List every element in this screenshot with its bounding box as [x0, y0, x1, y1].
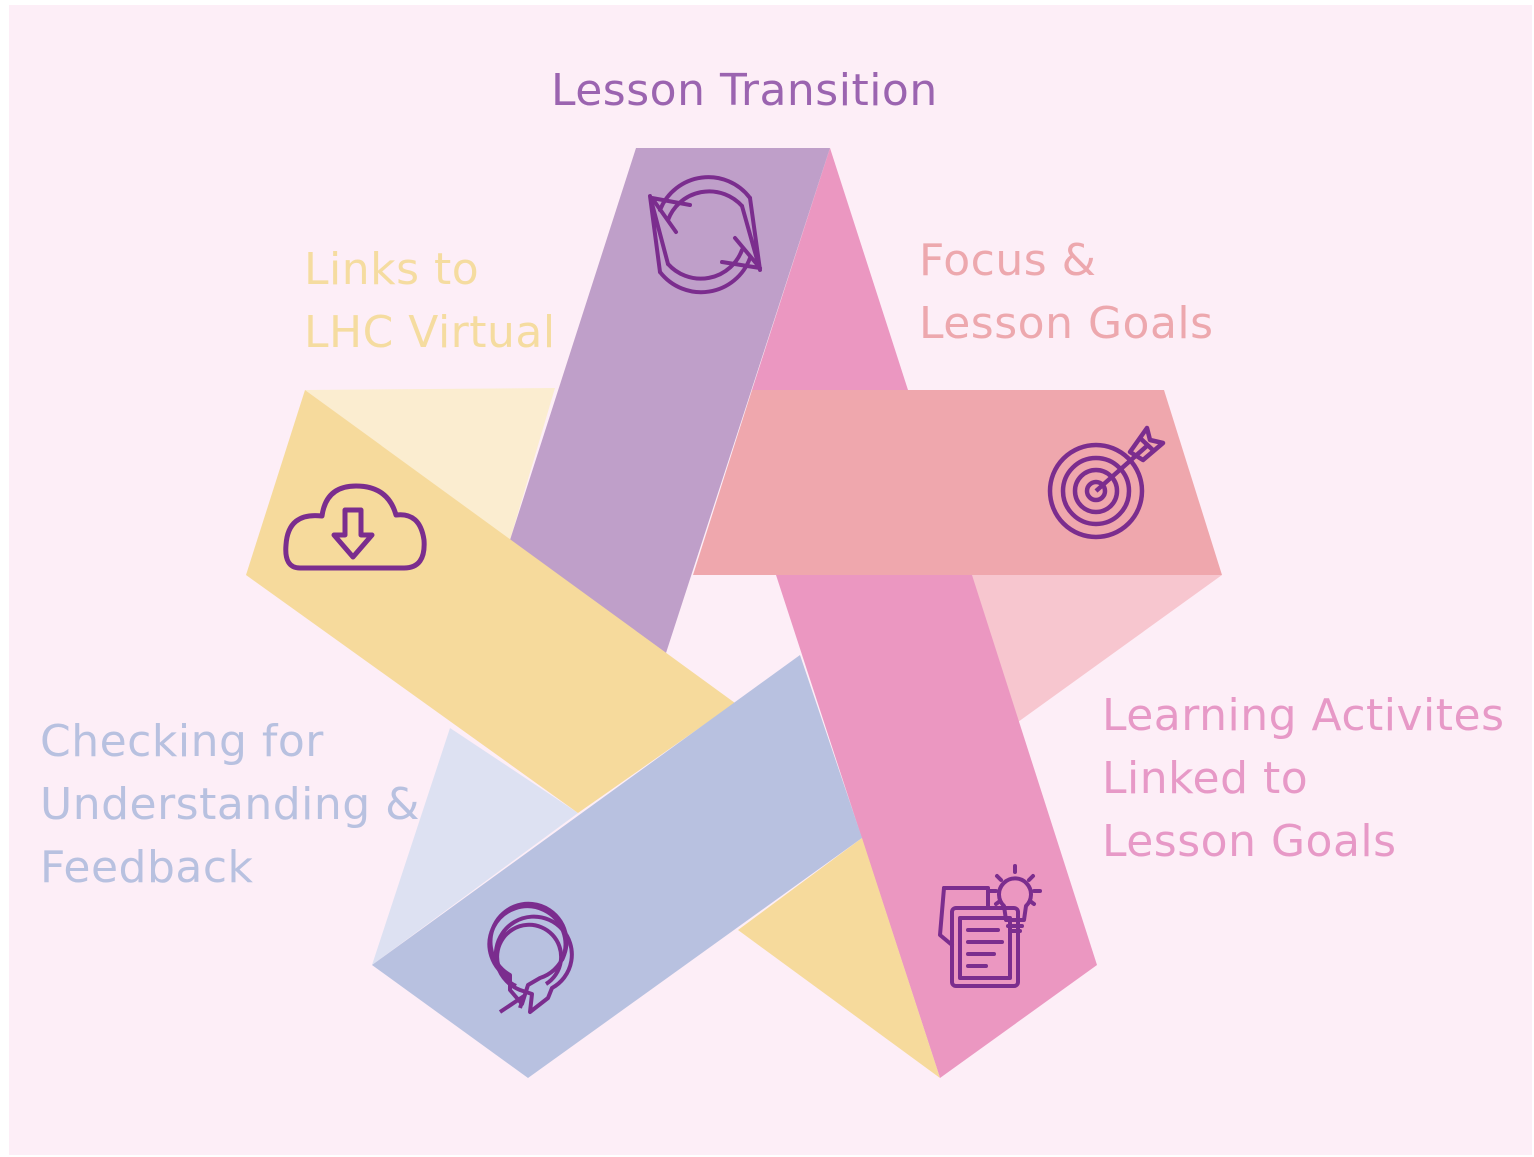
label-lesson-transition: Lesson Transition — [551, 59, 938, 122]
book-lightbulb-icon — [938, 864, 1042, 988]
label-line: LHC Virtual — [304, 307, 556, 358]
label-line: Lesson Transition — [551, 65, 938, 116]
salmon-light-facet — [970, 575, 1222, 722]
label-line: Feedback — [40, 842, 254, 893]
label-line: Links to — [304, 244, 480, 295]
salmon-band — [693, 390, 1222, 575]
chat-bubbles-icon — [487, 901, 574, 1014]
blue-band — [372, 655, 862, 1078]
label-line: Understanding & — [40, 779, 420, 830]
target-icon — [1047, 425, 1166, 540]
blue-light-facet — [372, 728, 578, 965]
refresh-icon — [648, 175, 762, 295]
purple-band — [510, 148, 830, 653]
label-links-lhc-virtual: Links to LHC Virtual — [304, 238, 556, 364]
label-line: Checking for — [40, 716, 324, 767]
label-line: Lesson Goals — [1102, 816, 1397, 867]
yellow-band-lower — [738, 838, 940, 1078]
label-learning-activities: Learning Activites Linked to Lesson Goal… — [1102, 684, 1505, 873]
label-checking-understanding: Checking for Understanding & Feedback — [40, 710, 420, 899]
label-line: Lesson Goals — [919, 298, 1214, 349]
label-focus-lesson-goals: Focus & Lesson Goals — [919, 229, 1214, 355]
cloud-download-icon — [283, 483, 427, 571]
label-line: Learning Activites — [1102, 690, 1505, 741]
label-line: Focus & — [919, 235, 1097, 286]
label-line: Linked to — [1102, 753, 1309, 804]
yellow-band — [246, 390, 735, 813]
yellow-light-facet — [305, 388, 555, 540]
magenta-band — [752, 148, 908, 390]
